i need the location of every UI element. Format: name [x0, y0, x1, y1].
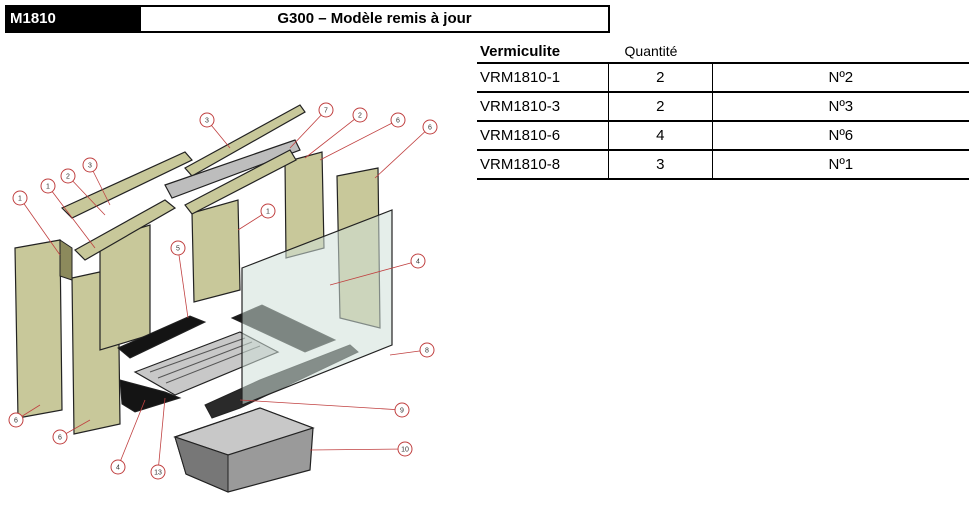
part-number: VRM1810-6 [477, 120, 609, 150]
callout-6c: 6 [8, 412, 24, 428]
callout-13: 13 [150, 464, 166, 480]
callout-4b: 4 [110, 459, 126, 475]
callout-9: 9 [394, 402, 410, 418]
quantity: 3 [608, 149, 713, 180]
callout-6a: 6 [390, 112, 406, 128]
svg-text:5: 5 [176, 246, 180, 253]
diagram-ref: Nº1 [712, 149, 969, 180]
callout-1a: 1 [12, 190, 28, 206]
svg-text:13: 13 [154, 470, 162, 477]
table-row: VRM1810-1 2 Nº2 [477, 62, 969, 92]
svg-text:1: 1 [18, 196, 22, 203]
svg-text:4: 4 [416, 259, 420, 266]
column-header: Quantité [624, 43, 678, 59]
svg-text:9: 9 [400, 408, 404, 415]
callout-8: 8 [419, 342, 435, 358]
svg-text:6: 6 [428, 125, 432, 132]
quantity: 4 [608, 120, 713, 150]
top-baffles [60, 104, 306, 261]
callout-7: 7 [318, 102, 334, 118]
svg-text:6: 6 [396, 118, 400, 125]
diagram-ref: Nº2 [712, 62, 969, 92]
callout-6b: 6 [422, 119, 438, 135]
callout-1b: 1 [40, 178, 56, 194]
parts-table: Vermiculite Quantité VRM1810-1 2 Nº2 VRM… [477, 40, 969, 180]
table-row: VRM1810-8 3 Nº1 [477, 149, 969, 180]
model-code: M1810 [7, 7, 141, 31]
svg-text:6: 6 [58, 435, 62, 442]
exploded-diagram: 1 1 2 3 3 7 2 6 6 1 5 4 8 9 10 6 6 4 13 [8, 102, 438, 493]
part-number: VRM1810-1 [477, 62, 609, 92]
quantity: 2 [608, 62, 713, 92]
column-header [712, 40, 969, 63]
callout-2b: 2 [352, 107, 368, 123]
svg-text:6: 6 [14, 418, 18, 425]
table-row: VRM1810-6 4 Nº6 [477, 120, 969, 150]
svg-text:3: 3 [88, 163, 92, 170]
quantity: 2 [608, 91, 713, 121]
callout-4a: 4 [410, 253, 426, 269]
table-row: VRM1810-3 2 Nº3 [477, 91, 969, 121]
diagram-ref: Nº6 [712, 120, 969, 150]
svg-text:10: 10 [401, 447, 409, 454]
svg-text:7: 7 [324, 108, 328, 115]
diagram-ref: Nº3 [712, 91, 969, 121]
svg-text:2: 2 [66, 174, 70, 181]
svg-text:4: 4 [116, 465, 120, 472]
part-number: VRM1810-3 [477, 91, 609, 121]
callout-3a: 3 [82, 157, 98, 173]
title-bar: M1810 G300 – Modèle remis à jour [5, 5, 610, 33]
callout-10: 10 [397, 441, 413, 457]
svg-text:3: 3 [205, 118, 209, 125]
callout-1c: 1 [260, 203, 276, 219]
left-side-panels [14, 239, 121, 435]
glass-panel [241, 209, 393, 406]
callout-bubbles: 1 1 2 3 3 7 2 6 6 1 5 4 8 9 10 6 6 4 13 [8, 102, 438, 480]
part-number: VRM1810-8 [477, 149, 609, 180]
table-header-row: Vermiculite Quantité [477, 40, 969, 63]
document-title: G300 – Modèle remis à jour [277, 10, 472, 27]
firebox-body [173, 407, 315, 493]
svg-text:2: 2 [358, 113, 362, 120]
callout-6d: 6 [52, 429, 68, 445]
callout-leaders [15, 109, 431, 473]
callout-2a: 2 [60, 168, 76, 184]
svg-text:8: 8 [425, 348, 429, 355]
column-header: Vermiculite [480, 42, 561, 60]
svg-text:1: 1 [46, 184, 50, 191]
svg-text:1: 1 [266, 209, 270, 216]
callout-5: 5 [170, 240, 186, 256]
callout-3b: 3 [199, 112, 215, 128]
